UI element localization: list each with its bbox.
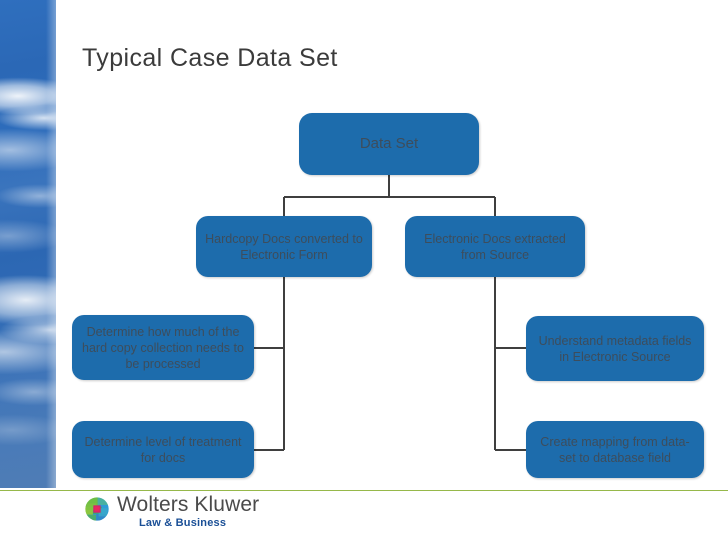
node-label: Determine level of treatment for docs	[84, 434, 242, 465]
page-title: Typical Case Data Set	[82, 44, 338, 72]
node-understand-metadata[interactable]: Understand metadata fields in Electronic…	[526, 316, 704, 381]
node-label: Understand metadata fields in Electronic…	[538, 333, 692, 364]
brand-name: Wolters Kluwer	[117, 493, 260, 516]
node-label: Determine how much of the hard copy coll…	[82, 324, 244, 371]
node-label: Electronic Docs extracted from Source	[424, 231, 566, 262]
brand-logo: Wolters Kluwer Law & Business	[84, 494, 259, 529]
node-data-set[interactable]: Data Set	[299, 113, 479, 175]
node-determine-treatment[interactable]: Determine level of treatment for docs	[72, 421, 254, 478]
node-label: Hardcopy Docs converted to Electronic Fo…	[205, 231, 363, 262]
brand-text: Wolters Kluwer Law & Business	[117, 494, 259, 529]
node-create-mapping[interactable]: Create mapping from data-set to database…	[526, 421, 704, 478]
node-electronic-docs[interactable]: Electronic Docs extracted from Source	[405, 216, 585, 277]
brand-tagline: Law & Business	[139, 517, 227, 529]
node-label: Create mapping from data-set to database…	[540, 434, 690, 465]
node-hardcopy-docs[interactable]: Hardcopy Docs converted to Electronic Fo…	[196, 216, 372, 277]
wolters-kluwer-globe-icon	[84, 496, 110, 522]
node-determine-amount[interactable]: Determine how much of the hard copy coll…	[72, 315, 254, 380]
node-label: Data Set	[359, 135, 419, 152]
footer-divider	[0, 490, 728, 491]
sky-background-image	[0, 0, 56, 488]
